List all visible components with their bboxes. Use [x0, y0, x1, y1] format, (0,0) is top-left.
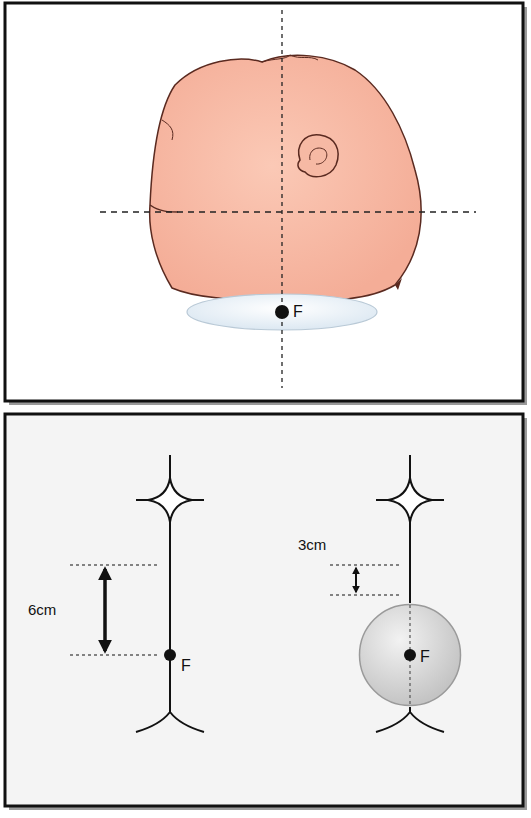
flexion-point — [164, 649, 176, 661]
infant-head — [150, 55, 421, 300]
point-label: F — [420, 648, 430, 666]
dimension-line — [70, 565, 160, 566]
dimension-line — [330, 595, 402, 596]
suture-diagram — [136, 455, 204, 732]
panel-frame — [5, 3, 523, 401]
flexion-point — [275, 305, 289, 319]
brow-line — [162, 120, 173, 140]
dimension-label: 6cm — [28, 602, 56, 619]
dimension-arrow — [355, 568, 357, 592]
circle-outline — [360, 605, 461, 706]
point-label: F — [181, 657, 191, 675]
neck-mark — [395, 278, 402, 290]
flexion-point — [404, 649, 416, 661]
vertical-axis — [281, 10, 282, 388]
circle-shape — [358, 603, 462, 707]
ear-inner — [310, 148, 327, 164]
dimension-line — [330, 565, 402, 566]
horizontal-axis — [100, 211, 476, 212]
dimension-arrow — [103, 569, 107, 651]
ear — [298, 135, 338, 177]
dimension-line — [70, 655, 160, 656]
dimension-label: 3cm — [298, 537, 326, 554]
hair-line — [262, 55, 318, 62]
face-line — [150, 205, 178, 212]
point-label: F — [293, 303, 303, 321]
fontanelle-circle: F — [358, 603, 462, 707]
panel-frame — [5, 414, 523, 806]
